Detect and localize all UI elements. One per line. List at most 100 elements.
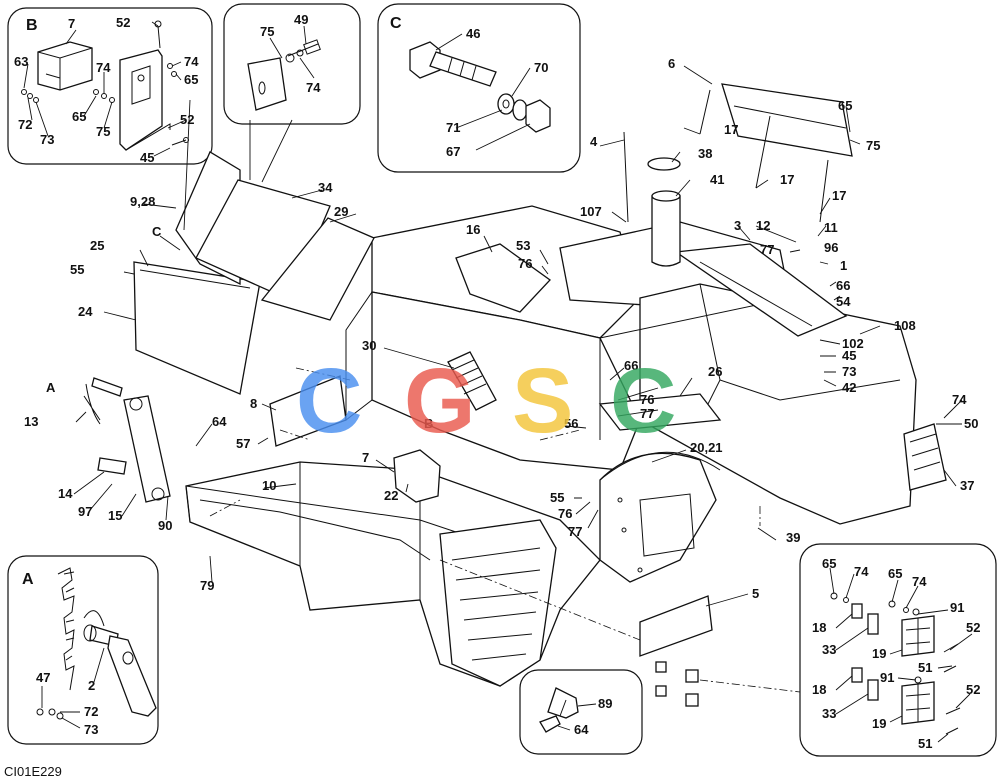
callout-a: A bbox=[46, 380, 56, 395]
svg-text:90: 90 bbox=[158, 518, 172, 533]
svg-text:56: 56 bbox=[564, 416, 578, 431]
svg-text:17: 17 bbox=[724, 122, 738, 137]
svg-text:53: 53 bbox=[516, 238, 530, 253]
svg-text:19: 19 bbox=[872, 646, 886, 661]
svg-text:65: 65 bbox=[888, 566, 902, 581]
inset-hinges: 65 74 65 74 91 52 18 33 19 51 18 91 52 3… bbox=[799, 543, 997, 757]
svg-text:70: 70 bbox=[534, 60, 548, 75]
svg-text:75: 75 bbox=[96, 124, 110, 139]
svg-text:37: 37 bbox=[960, 478, 974, 493]
svg-text:91: 91 bbox=[950, 600, 964, 615]
svg-text:A: A bbox=[22, 571, 34, 588]
svg-text:5: 5 bbox=[752, 586, 759, 601]
svg-text:72: 72 bbox=[84, 704, 98, 719]
svg-text:66: 66 bbox=[624, 358, 638, 373]
svg-text:13: 13 bbox=[24, 414, 38, 429]
svg-text:72: 72 bbox=[18, 117, 32, 132]
svg-text:38: 38 bbox=[698, 146, 712, 161]
svg-text:17: 17 bbox=[780, 172, 794, 187]
svg-text:45: 45 bbox=[842, 348, 856, 363]
svg-text:16: 16 bbox=[466, 222, 480, 237]
svg-text:52: 52 bbox=[966, 620, 980, 635]
svg-text:24: 24 bbox=[78, 304, 93, 319]
svg-text:20,21: 20,21 bbox=[690, 440, 723, 455]
svg-text:65: 65 bbox=[72, 109, 86, 124]
watermark-letter-c1: C bbox=[296, 350, 362, 452]
svg-text:41: 41 bbox=[710, 172, 724, 187]
svg-text:55: 55 bbox=[550, 490, 564, 505]
svg-text:75: 75 bbox=[866, 138, 880, 153]
watermark-letter-c2: C bbox=[610, 350, 676, 452]
svg-text:74: 74 bbox=[184, 54, 199, 69]
svg-text:7: 7 bbox=[362, 450, 369, 465]
svg-text:77: 77 bbox=[760, 242, 774, 257]
svg-text:46: 46 bbox=[466, 26, 480, 41]
svg-text:51: 51 bbox=[918, 660, 932, 675]
svg-text:17: 17 bbox=[832, 188, 846, 203]
svg-text:B: B bbox=[26, 17, 38, 34]
svg-text:76: 76 bbox=[640, 392, 654, 407]
svg-text:42: 42 bbox=[842, 380, 856, 395]
svg-text:74: 74 bbox=[952, 392, 967, 407]
svg-text:91: 91 bbox=[880, 670, 894, 685]
svg-text:96: 96 bbox=[824, 240, 838, 255]
svg-text:50: 50 bbox=[964, 416, 978, 431]
watermark-letter-s: S bbox=[512, 350, 573, 452]
svg-text:77: 77 bbox=[640, 406, 654, 421]
svg-text:74: 74 bbox=[912, 574, 927, 589]
svg-text:76: 76 bbox=[558, 506, 572, 521]
svg-text:C: C bbox=[390, 15, 402, 32]
svg-text:74: 74 bbox=[854, 564, 869, 579]
svg-text:79: 79 bbox=[200, 578, 214, 593]
svg-text:107: 107 bbox=[580, 204, 602, 219]
svg-text:14: 14 bbox=[58, 486, 73, 501]
svg-text:47: 47 bbox=[36, 670, 50, 685]
svg-text:18: 18 bbox=[812, 682, 826, 697]
svg-text:1: 1 bbox=[840, 258, 847, 273]
svg-text:22: 22 bbox=[384, 488, 398, 503]
svg-text:75: 75 bbox=[260, 24, 274, 39]
svg-text:6: 6 bbox=[668, 56, 675, 71]
svg-text:34: 34 bbox=[318, 180, 333, 195]
svg-text:52: 52 bbox=[116, 15, 130, 30]
svg-text:54: 54 bbox=[836, 294, 851, 309]
svg-text:25: 25 bbox=[90, 238, 104, 253]
svg-text:9,28: 9,28 bbox=[130, 194, 155, 209]
svg-text:108: 108 bbox=[894, 318, 916, 333]
svg-text:30: 30 bbox=[362, 338, 376, 353]
svg-text:8: 8 bbox=[250, 396, 257, 411]
svg-text:73: 73 bbox=[40, 132, 54, 147]
svg-text:65: 65 bbox=[838, 98, 852, 113]
svg-text:12: 12 bbox=[756, 218, 770, 233]
svg-text:4: 4 bbox=[590, 134, 598, 149]
label-7: 7 bbox=[68, 16, 75, 31]
watermark-letter-g: G bbox=[404, 350, 476, 452]
inset-a: A 47 2 72 73 bbox=[7, 555, 159, 745]
svg-text:73: 73 bbox=[84, 722, 98, 737]
svg-text:10: 10 bbox=[262, 478, 276, 493]
inset-b: B 7 52 74 65 63 72 73 65 74 75 52 45 bbox=[7, 7, 213, 165]
svg-text:74: 74 bbox=[96, 60, 111, 75]
svg-text:3: 3 bbox=[734, 218, 741, 233]
svg-text:65: 65 bbox=[184, 72, 198, 87]
inset-rubber-stop: 89 64 bbox=[519, 669, 643, 755]
svg-text:74: 74 bbox=[306, 80, 321, 95]
svg-text:52: 52 bbox=[966, 682, 980, 697]
svg-text:18: 18 bbox=[812, 620, 826, 635]
figure-code: CI01E229 bbox=[4, 764, 62, 779]
svg-text:15: 15 bbox=[108, 508, 122, 523]
svg-text:51: 51 bbox=[918, 736, 932, 751]
inset-hinge-bolt: 75 49 74 bbox=[223, 3, 361, 125]
svg-text:97: 97 bbox=[78, 504, 92, 519]
svg-text:89: 89 bbox=[598, 696, 612, 711]
svg-text:73: 73 bbox=[842, 364, 856, 379]
svg-text:63: 63 bbox=[14, 54, 28, 69]
svg-text:49: 49 bbox=[294, 12, 308, 27]
svg-text:55: 55 bbox=[70, 262, 84, 277]
svg-text:64: 64 bbox=[212, 414, 227, 429]
svg-text:45: 45 bbox=[140, 150, 154, 165]
main-frame bbox=[83, 83, 947, 707]
svg-text:102: 102 bbox=[842, 336, 864, 351]
svg-text:39: 39 bbox=[786, 530, 800, 545]
